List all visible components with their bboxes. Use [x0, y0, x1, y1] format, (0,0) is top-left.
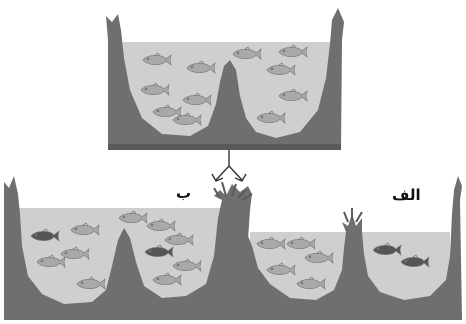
top-basin — [106, 8, 344, 150]
label-b: ب — [176, 184, 191, 202]
double-arrow-icon — [212, 150, 246, 181]
top-rock-shade — [108, 144, 341, 150]
bottom-left-basin — [4, 176, 252, 320]
bottom-right-basin — [248, 176, 462, 320]
ground-base — [4, 312, 462, 320]
label-alef: الف — [392, 186, 421, 204]
